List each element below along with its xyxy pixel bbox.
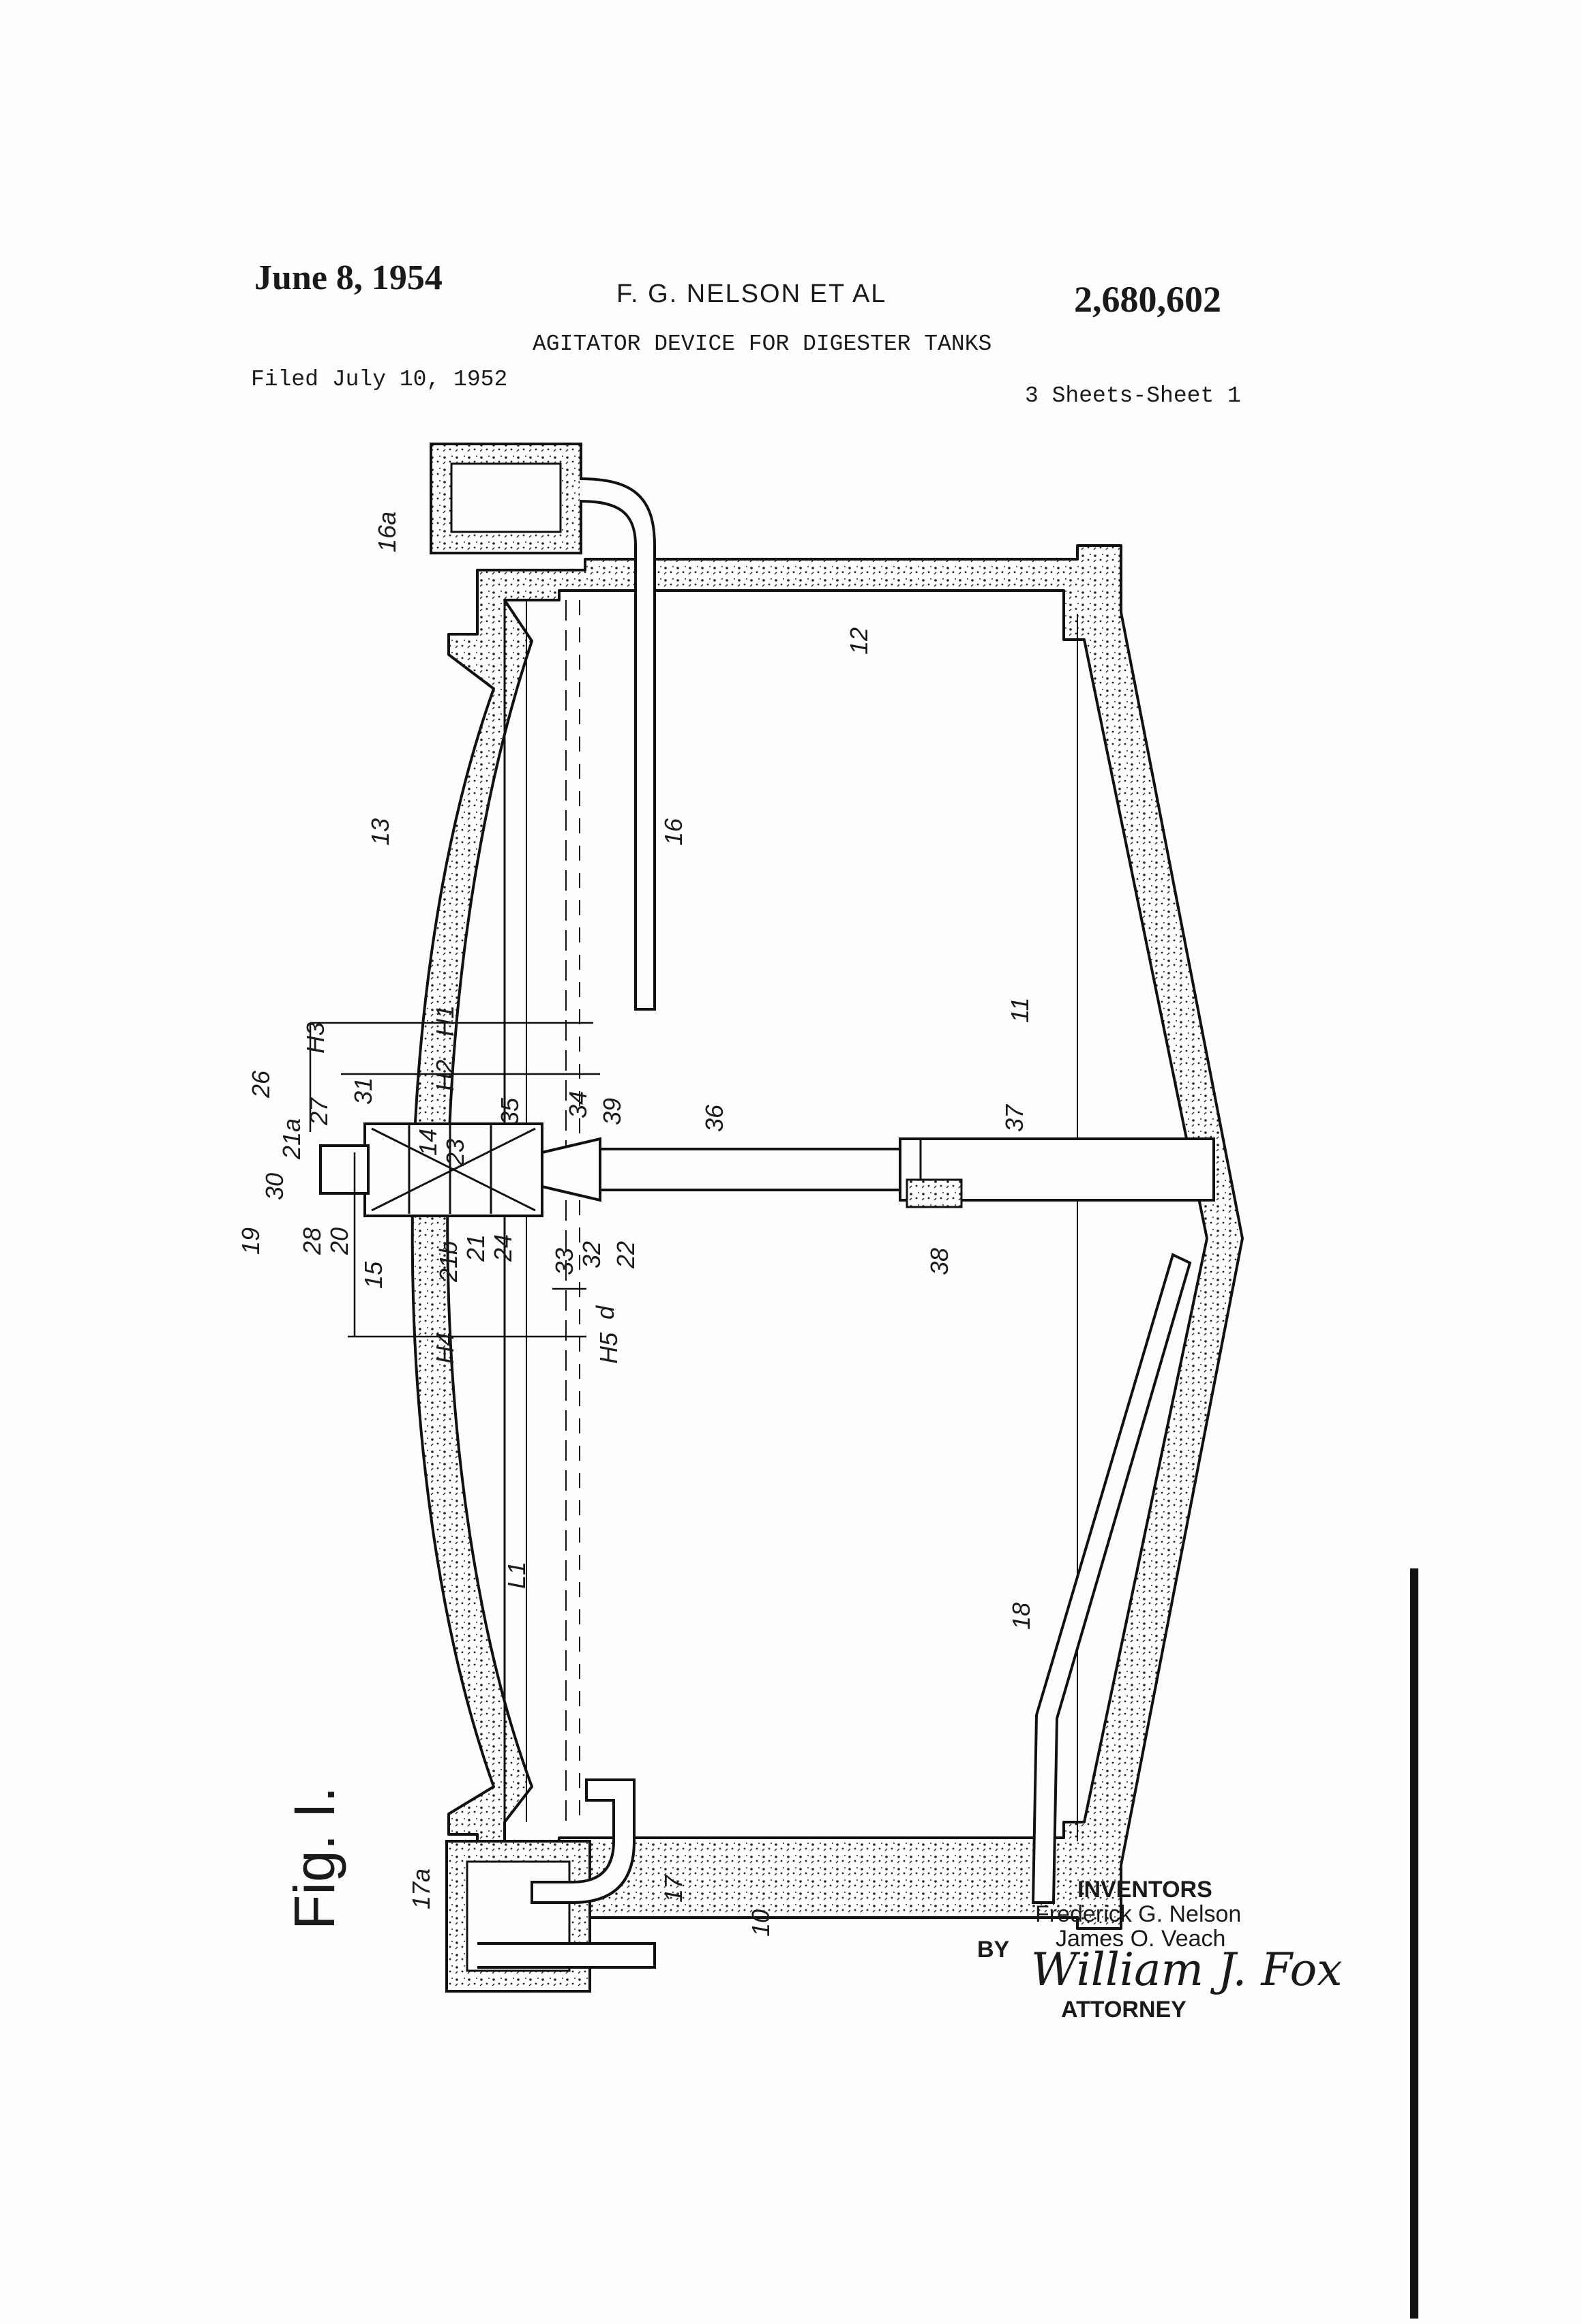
dim-H2: H2 [431, 1060, 459, 1091]
edge-rule [1410, 1568, 1418, 2319]
ref-35: 35 [496, 1097, 524, 1125]
figure-label: Fig. I. [282, 1787, 346, 1930]
ref-18: 18 [1007, 1603, 1035, 1630]
attorney-signature: William J. Fox [1031, 1943, 1342, 1996]
ref-31: 31 [349, 1077, 377, 1105]
dim-H4: H4 [431, 1332, 459, 1364]
ref-19: 19 [237, 1227, 265, 1255]
ref-16: 16 [659, 818, 687, 846]
ref-34: 34 [564, 1091, 592, 1118]
draft-tube [600, 1149, 900, 1190]
tank-wall [413, 546, 1242, 1928]
ref-38: 38 [925, 1248, 953, 1275]
ref-17a: 17a [407, 1868, 435, 1909]
dim-H1: H1 [431, 1005, 459, 1037]
ref-28: 28 [298, 1227, 326, 1255]
ref-36: 36 [700, 1104, 728, 1132]
dim-d: d [591, 1305, 619, 1320]
ref-30: 30 [260, 1173, 288, 1200]
tank-section [310, 444, 1242, 1991]
ref-33: 33 [550, 1248, 578, 1275]
ref-21a: 21a [278, 1118, 305, 1160]
by-label: BY [977, 1937, 1009, 1963]
ref-39: 39 [598, 1098, 626, 1125]
ref-11: 11 [1006, 998, 1034, 1023]
inventors-heading: INVENTORS [1077, 1877, 1212, 1903]
ref-21b: 21b [434, 1241, 462, 1283]
ref-17: 17 [659, 1874, 687, 1903]
ref-23: 23 [441, 1139, 469, 1167]
dim-H3: H3 [301, 1022, 329, 1054]
ref-13: 13 [366, 818, 394, 846]
ref-27: 27 [305, 1097, 333, 1126]
dim-L1: L1 [503, 1562, 531, 1589]
ref-16a: 16a [373, 511, 401, 552]
ref-21: 21 [462, 1234, 490, 1262]
dim-H5: H5 [595, 1332, 623, 1364]
ref-15: 15 [359, 1261, 387, 1289]
ref-12: 12 [845, 627, 873, 655]
inventor-name-1: Frederick G. Nelson [1035, 1901, 1241, 1928]
ref-10: 10 [747, 1909, 775, 1937]
ref-22: 22 [612, 1241, 640, 1269]
ref-14: 14 [414, 1129, 442, 1156]
ref-32: 32 [578, 1241, 606, 1268]
ref-37: 37 [1000, 1103, 1028, 1132]
ref-24: 24 [489, 1234, 517, 1262]
attorney-label: ATTORNEY [1061, 1997, 1186, 2023]
ref-20: 20 [325, 1227, 353, 1255]
ref-26: 26 [247, 1070, 275, 1099]
